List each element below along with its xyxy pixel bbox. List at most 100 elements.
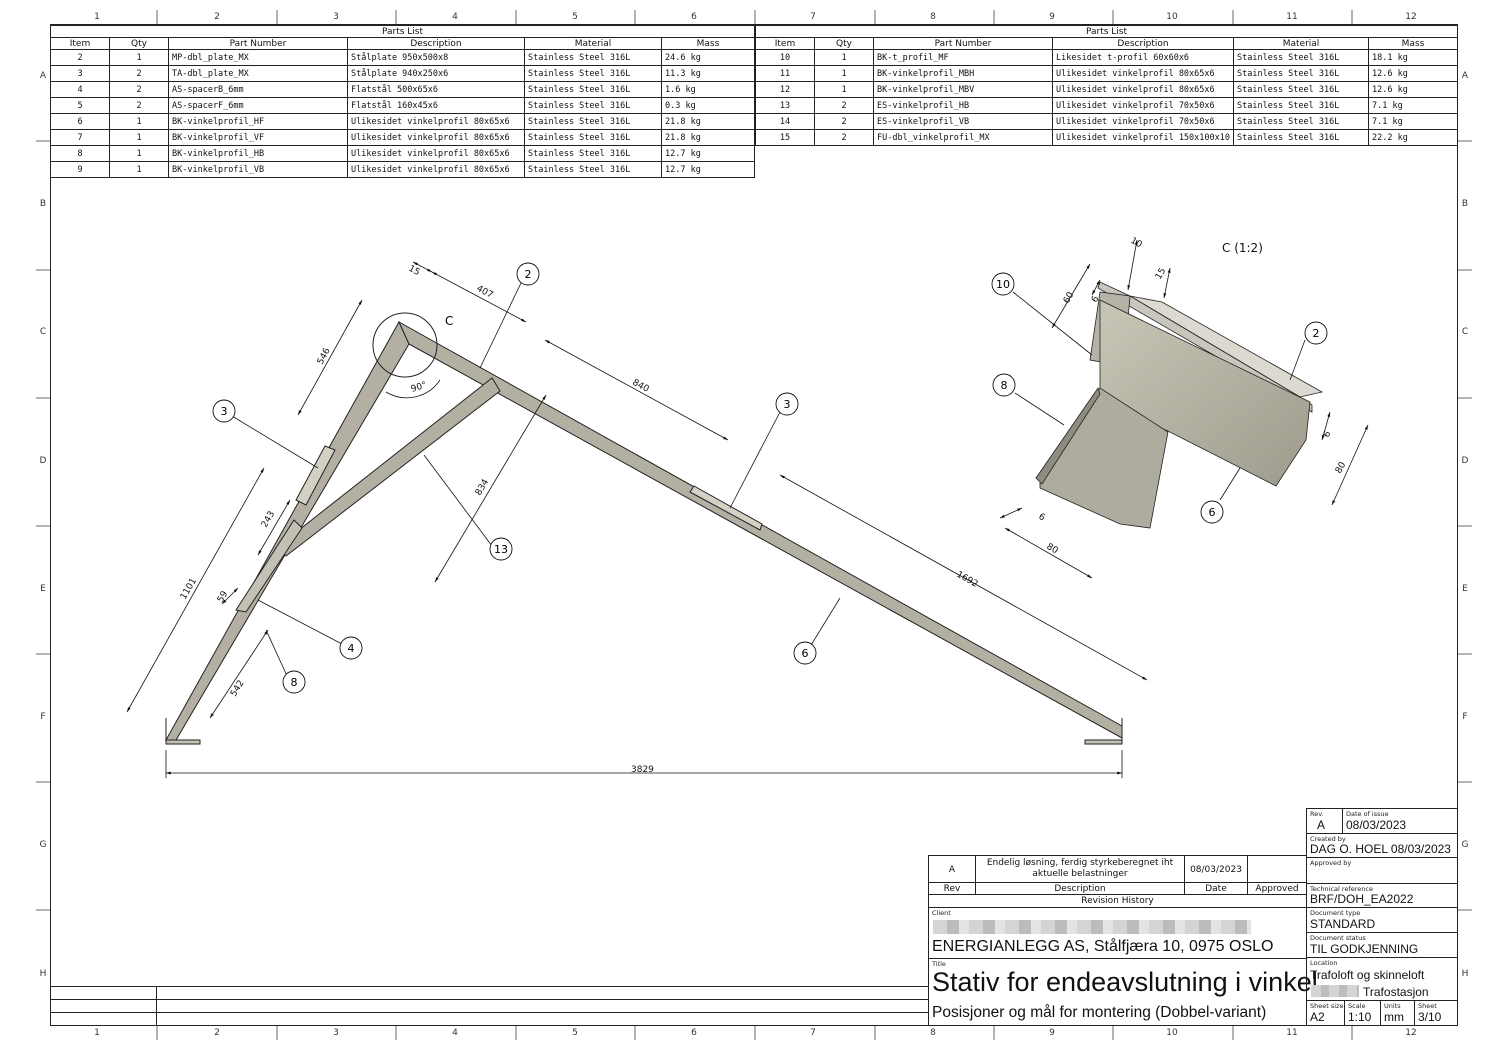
main-view-dimensions	[126, 261, 1148, 778]
cell-description: Ulikesidet vinkelprofil 80x65x6	[347, 161, 525, 178]
zone-column-marker: 9	[1049, 12, 1055, 22]
title-label: Title	[932, 960, 946, 968]
balloon-2: 2	[1304, 321, 1328, 345]
document-type-label: Document type	[1310, 909, 1361, 917]
zone-column-marker: 3	[333, 12, 339, 22]
zone-column-marker: 12	[1405, 12, 1417, 22]
zone-column-marker: 3	[333, 1028, 339, 1038]
balloon-13: 13	[489, 537, 513, 561]
zone-row-marker: G	[39, 840, 47, 850]
cell-mass: 22.2 kg	[1368, 129, 1458, 146]
detail-dim-6b: 6	[1322, 429, 1334, 439]
zone-row-marker: E	[1462, 584, 1468, 594]
sheet-size-label: Sheet size	[1310, 1002, 1344, 1010]
detail-dim-60: 60	[1062, 290, 1077, 305]
detail-lower-face	[1035, 387, 1101, 485]
balloon-3: 3	[212, 399, 236, 423]
foot-left	[165, 739, 201, 745]
location-line-2: Trafostasjon	[1363, 985, 1429, 999]
balloon-number: 8	[291, 676, 298, 689]
zone-row-marker: A	[39, 71, 47, 81]
cell-item: 9	[50, 161, 110, 178]
detail-circle-c	[372, 312, 438, 378]
zone-row-marker: G	[1461, 840, 1469, 850]
zone-column-marker: 10	[1166, 1028, 1178, 1038]
dim-834: 834	[474, 477, 491, 497]
client-value: ENERGIANLEGG AS, Stålfjæra 10, 0975 OSLO	[932, 938, 1274, 955]
detail-dim-6a: 6	[1090, 294, 1102, 304]
balloon-circle	[339, 636, 363, 660]
dim-407: 407	[475, 284, 495, 301]
detail-view-balloon-circles: 10 8 2 6	[991, 272, 1328, 524]
zone-column-marker: 5	[572, 1028, 578, 1038]
balloon-circle	[793, 641, 817, 665]
created-by-label: Created by	[1310, 835, 1346, 843]
balloon-number: 2	[525, 268, 532, 281]
zone-column-marker: 2	[214, 1028, 220, 1038]
zone-column-marker: 2	[214, 12, 220, 22]
detail-dim-6c: 6	[1037, 512, 1047, 524]
balloon-number: 6	[802, 647, 809, 660]
dim-3829: 3829	[631, 765, 654, 775]
zone-column-marker: 1	[94, 1028, 100, 1038]
balloon-circle	[1200, 500, 1224, 524]
drawing-title: Stativ for endeavslutning i vinkel	[932, 967, 1318, 997]
zone-column-marker: 1	[94, 12, 100, 22]
parts-list-right: Parts List Item Qty Part Number Descript…	[755, 25, 1458, 146]
zone-row-marker: D	[39, 456, 47, 466]
revision-header-rev: Rev	[943, 884, 961, 894]
zone-row-marker: F	[40, 712, 46, 722]
main-view-balloons	[231, 282, 841, 679]
balloon-6: 6	[1200, 500, 1224, 524]
detail-title: C (1:2)	[1222, 241, 1263, 255]
units-value: mm	[1384, 1010, 1404, 1024]
zone-row-marker: C	[39, 327, 47, 337]
units-label: Units	[1384, 1002, 1401, 1010]
cell-mass: 12.7 kg	[661, 161, 755, 178]
sheet-label: Sheet	[1418, 1002, 1437, 1010]
technical-reference-label: Technical reference	[1310, 885, 1373, 893]
zone-column-marker: 9	[1049, 1028, 1055, 1038]
cell-qty: 2	[814, 129, 874, 146]
zone-column-marker: 8	[930, 1028, 936, 1038]
main-view-balloon-circles: 2 3 3 13 4 8 6	[212, 262, 817, 694]
zone-column-marker: 4	[452, 12, 458, 22]
approved-by-label: Approved by	[1310, 859, 1352, 867]
balloon-number: 3	[784, 398, 791, 411]
detail-dim-15: 15	[1154, 267, 1168, 282]
zone-column-marker: 6	[691, 1028, 697, 1038]
sheet-value: 3/10	[1418, 1010, 1442, 1024]
balloon-number: 6	[1209, 506, 1216, 519]
dim-59: 59	[216, 589, 231, 604]
balloon-circle	[1304, 321, 1328, 345]
balloon-number: 3	[221, 405, 228, 418]
balloon-2: 2	[516, 262, 540, 286]
detail-label-c: C	[445, 314, 453, 328]
zone-column-marker: 11	[1286, 12, 1298, 22]
revision-rev: A	[948, 865, 956, 875]
detail-view-dim-text: 10 15 60 6 6 80 6 80 C (1:2)	[1037, 236, 1349, 557]
balloon-number: 10	[996, 278, 1010, 291]
zone-column-marker: 6	[691, 12, 697, 22]
zone-row-marker: F	[1462, 712, 1468, 722]
balloon-number: 4	[348, 642, 355, 655]
date-of-issue-value: 08/03/2023	[1346, 818, 1407, 832]
zone-column-marker: 4	[452, 1028, 458, 1038]
balloon-circle	[489, 537, 513, 561]
rev-label: Rev.	[1310, 810, 1324, 818]
zone-ticks	[36, 10, 1472, 1040]
location-label: Location	[1310, 959, 1338, 967]
balloon-8: 8	[992, 373, 1016, 397]
detail-view-dim-lines	[999, 239, 1369, 579]
client-label: Client	[932, 909, 951, 917]
zone-column-marker: 12	[1405, 1028, 1417, 1038]
zone-column-marker: 5	[572, 12, 578, 22]
zone-row-marker: D	[1461, 456, 1469, 466]
